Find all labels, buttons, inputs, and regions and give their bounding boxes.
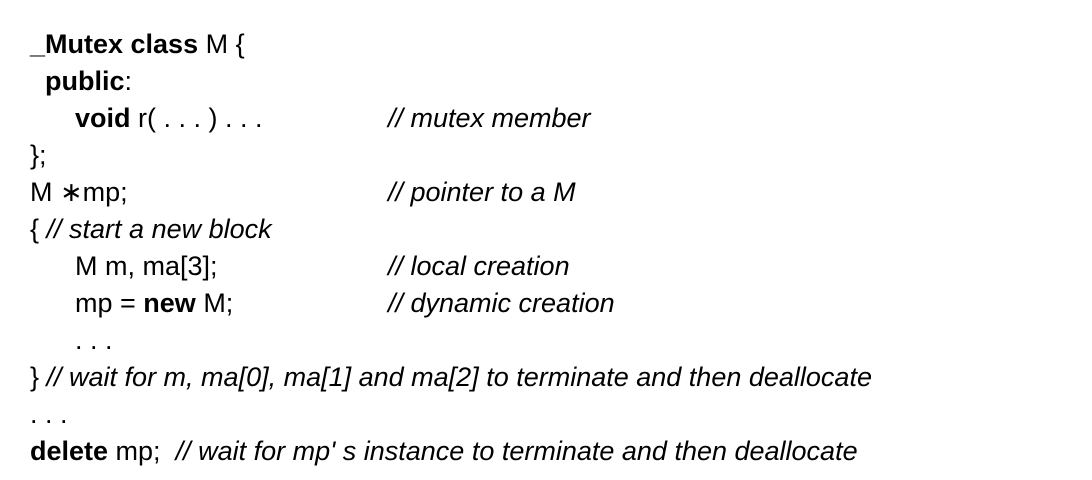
code-line: } // wait for m, ma[0], ma[1] and ma[2] …: [30, 359, 1082, 396]
code-line: };: [30, 137, 1082, 174]
code-line: . . .: [30, 396, 1082, 433]
code-comment: // wait for m, ma[0], ma[1] and ma[2] to…: [46, 362, 872, 392]
code-line: { // start a new block: [30, 211, 1082, 248]
code-text: {: [30, 214, 47, 244]
code-token: [30, 103, 75, 133]
code-token: M m, ma[3];: [30, 251, 218, 281]
code-keyword: new: [143, 288, 196, 318]
code-comment: // dynamic creation: [388, 288, 615, 318]
code-text: }: [30, 362, 47, 392]
code-token: mp =: [30, 288, 144, 318]
code-comment: // pointer to a M: [388, 177, 576, 207]
code-text: M m, ma[3];: [30, 248, 388, 285]
code-token: r( . . . ) . . .: [130, 103, 263, 133]
code-token: M;: [195, 288, 234, 318]
code-keyword: delete: [30, 436, 109, 466]
code-keyword: _Mutex class: [30, 29, 199, 59]
code-line: public:: [30, 63, 1082, 100]
code-token: . . .: [30, 399, 68, 429]
code-token: }: [30, 362, 47, 392]
code-line: . . .: [30, 322, 1082, 359]
code-token: M {: [198, 29, 245, 59]
code-line: void r( . . . ) . . .// mutex member: [30, 100, 1082, 137]
code-token: {: [30, 214, 47, 244]
code-line: delete mp; // wait for mp' s instance to…: [30, 433, 1082, 470]
code-text: void r( . . . ) . . .: [30, 100, 388, 137]
code-keyword: public: [45, 66, 125, 96]
code-token: . . .: [30, 325, 113, 355]
code-text: _Mutex class M {: [30, 29, 245, 59]
code-comment: // wait for mp' s instance to terminate …: [175, 436, 858, 466]
code-token: mp;: [108, 436, 176, 466]
code-text: };: [30, 140, 47, 170]
code-line: _Mutex class M {: [30, 26, 1082, 63]
code-text: public:: [30, 66, 132, 96]
code-listing: _Mutex class M { public: void r( . . . )…: [30, 26, 1082, 470]
code-line: mp = new M;// dynamic creation: [30, 285, 1082, 322]
code-token: :: [124, 66, 133, 96]
code-token: };: [30, 140, 47, 170]
code-token: [30, 66, 45, 96]
code-text: . . .: [30, 399, 68, 429]
code-text: delete mp;: [30, 436, 176, 466]
code-comment: // mutex member: [388, 103, 591, 133]
code-line: M m, ma[3]; // local creation: [30, 248, 1082, 285]
code-comment: // local creation: [388, 251, 570, 281]
code-text: mp = new M;: [30, 285, 388, 322]
code-token: M ∗mp;: [30, 177, 128, 207]
code-text: . . .: [30, 325, 113, 355]
code-text: M ∗mp;: [30, 174, 388, 211]
code-keyword: void: [75, 103, 131, 133]
code-comment: // start a new block: [46, 214, 272, 244]
code-line: M ∗mp; // pointer to a M: [30, 174, 1082, 211]
